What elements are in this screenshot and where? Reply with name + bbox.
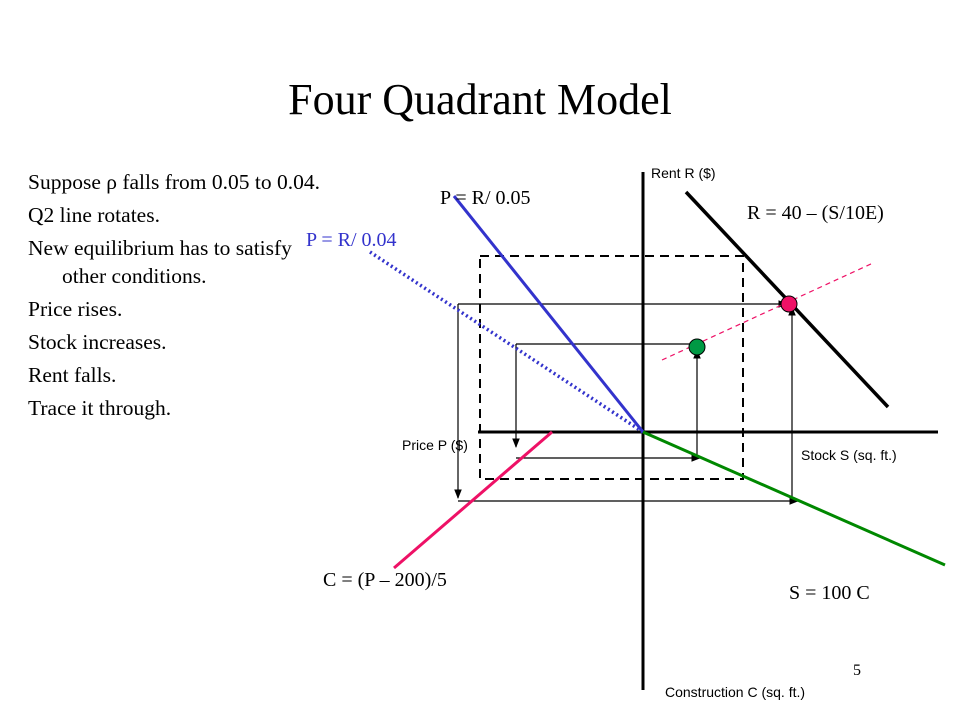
curve-label: S = 100 C [789, 582, 870, 604]
new-equilibrium-point [688, 338, 706, 356]
old-equilibrium-trace [479, 255, 744, 480]
bullet-item: Suppose ρ falls from 0.05 to 0.04. [28, 170, 321, 194]
bullet-item: Trace it through. [28, 396, 172, 420]
old-equilibrium-point [780, 295, 798, 313]
bullet-item: Stock increases. [28, 330, 167, 354]
axis-label-stock: Stock S (sq. ft.) [801, 447, 897, 463]
page-number: 5 [853, 662, 861, 679]
bullet-item: New equilibrium has to satisfy other con… [28, 236, 292, 288]
axis-label-construction: Construction C (sq. ft.) [665, 684, 805, 700]
bullet-item: Q2 line rotates. [28, 203, 160, 227]
curve-price-new-q2 [369, 250, 644, 434]
curve-price-old-q2 [452, 195, 645, 433]
axis-label-price: Price P ($) [402, 437, 468, 453]
slide-title: Four Quadrant Model [288, 75, 672, 124]
curve-label: P = R/ 0.05 [440, 187, 531, 209]
curve-stock-q4 [642, 430, 946, 567]
curve-construction-q3 [393, 430, 553, 570]
curve-label: R = 40 – (S/10E) [747, 202, 884, 224]
axis-label-rent: Rent R ($) [651, 165, 716, 181]
bullet-item: Rent falls. [28, 363, 117, 387]
curve-label: C = (P – 200)/5 [323, 569, 447, 591]
bullet-list: Suppose ρ falls from 0.05 to 0.04. Q2 li… [28, 168, 328, 427]
bullet-item: Price rises. [28, 297, 123, 321]
curve-label: P = R/ 0.04 [306, 229, 397, 251]
